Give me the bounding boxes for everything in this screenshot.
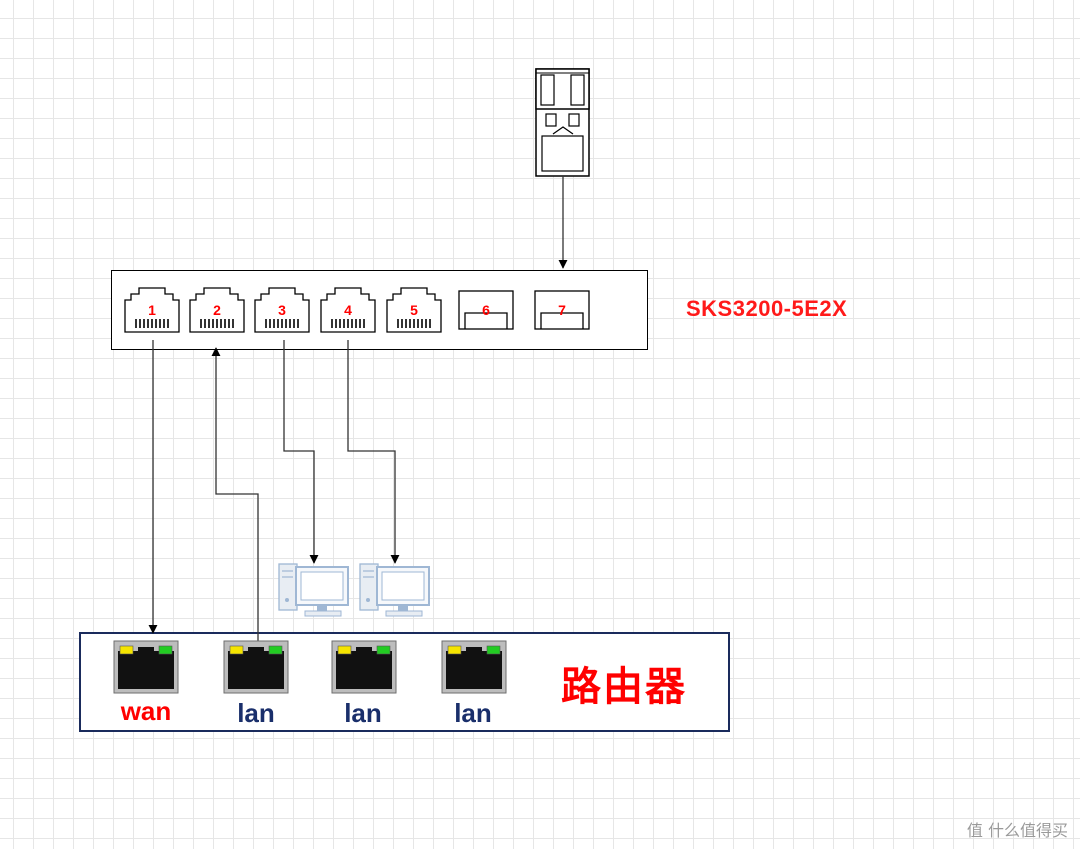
sfp-port-icon (534, 290, 590, 330)
rj45-port-icon (386, 287, 442, 333)
computer-icon (278, 563, 349, 617)
router-port-icon (223, 640, 289, 694)
switch-port-number: 3 (278, 302, 286, 318)
switch-port-number: 1 (148, 302, 156, 318)
link-router-lan-to-switch2 (211, 347, 259, 642)
router-port-icon (113, 640, 179, 694)
switch-port-number: 2 (213, 302, 221, 318)
router-port-icon (441, 640, 507, 694)
switch-port-number: 5 (410, 302, 418, 318)
link-switch4-to-pc2 (347, 340, 400, 564)
router-port-label: lan (454, 698, 492, 728)
watermark: 值 什么值得买 (966, 821, 1068, 840)
link-switch3-to-pc1 (283, 340, 319, 564)
router-title: 路由器 (561, 664, 687, 710)
sfp-port-icon (458, 290, 514, 330)
router-port-label: lan (237, 698, 275, 728)
switch-port-number: 7 (558, 302, 566, 318)
rj45-port-icon (124, 287, 180, 333)
switch-port-number: 6 (482, 302, 490, 318)
rj45-port-icon (189, 287, 245, 333)
switch-port-number: 4 (344, 302, 352, 318)
router-port-icon (331, 640, 397, 694)
rj45-port-icon (254, 287, 310, 333)
switch-model-label: SKS3200-5E2X (686, 296, 848, 321)
connections (148, 176, 568, 642)
sfp-transceiver-icon (535, 68, 590, 177)
router-device (79, 632, 730, 732)
router-port-label: wan (120, 696, 172, 726)
rj45-port-icon (320, 287, 376, 333)
router-port-label: lan (344, 698, 382, 728)
computer-icon (359, 563, 430, 617)
